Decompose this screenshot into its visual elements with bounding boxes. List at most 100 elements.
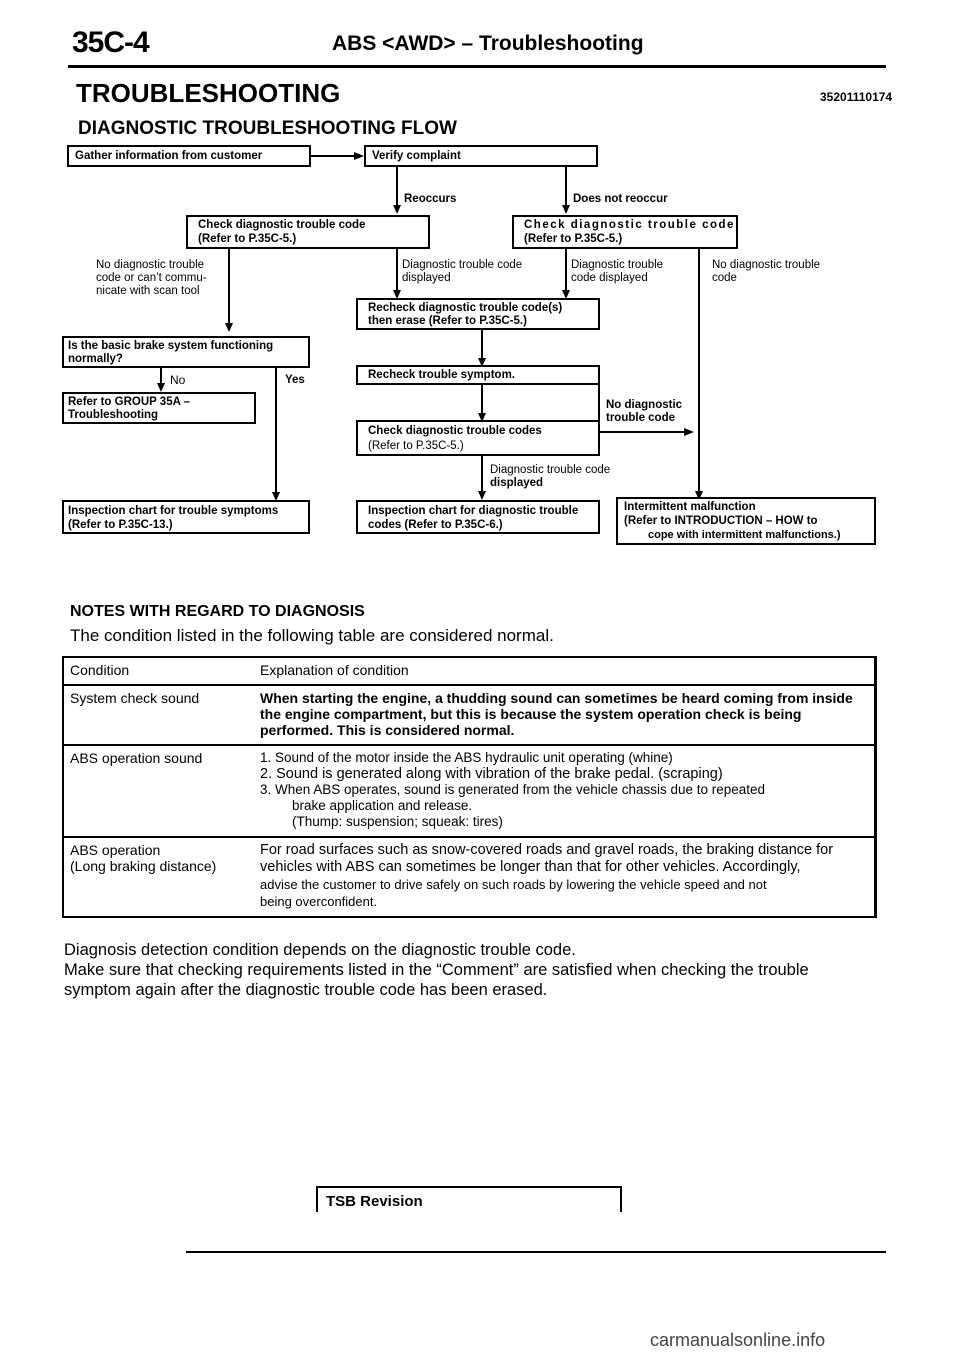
connector xyxy=(598,431,686,433)
text-line: 1. Sound of the motor inside the ABS hyd… xyxy=(260,750,673,765)
connector xyxy=(396,249,398,295)
table-header-cell: Condition xyxy=(70,662,130,678)
intermittent-box: Intermittent malfunction (Refer to INTRO… xyxy=(616,497,876,545)
text-line: Diagnostic trouble code xyxy=(402,259,523,271)
connector xyxy=(228,249,230,325)
text-line: ABS operation xyxy=(70,842,161,858)
check-dtc-left-line2: (Refer to P.35C-5.) xyxy=(198,233,297,245)
text-line: Diagnosis detection condition depends on… xyxy=(64,941,576,959)
dtc-displayed-text: Diagnostic trouble code displayed xyxy=(402,259,522,285)
arrow-down xyxy=(695,491,703,500)
text-line: 3. When ABS operates, sound is generated… xyxy=(260,782,766,797)
recheck-symptom-box: Recheck trouble symptom. xyxy=(356,365,600,385)
check-dtcs-line2: (Refer to P.35C-5.) xyxy=(368,440,464,452)
basic-brake-question-box: Is the basic brake system functioning no… xyxy=(62,336,310,368)
arrow-down xyxy=(225,323,233,332)
dtc-displayed-right-text: Diagnostic trouble code displayed xyxy=(571,259,663,285)
connector xyxy=(565,249,567,295)
table-header-row: Condition Explanation of condition xyxy=(63,657,876,685)
text-line: code xyxy=(712,272,737,284)
no-dtc-right-text: No diagnostic trouble code xyxy=(712,259,820,285)
text-line: displayed xyxy=(490,477,544,489)
connector xyxy=(396,167,398,209)
tsb-revision-label: TSB Revision xyxy=(326,1193,423,1210)
arrow-down xyxy=(272,492,280,501)
recheck-erase-line1: Recheck diagnostic trouble code(s) xyxy=(368,302,563,314)
verify-complaint-label: Verify complaint xyxy=(372,150,461,162)
text-line: code displayed xyxy=(571,272,648,284)
inspection-symptoms-line2: (Refer to P.35C-13.) xyxy=(68,519,173,531)
inspection-symptoms-box: Inspection chart for trouble symptoms (R… xyxy=(62,500,310,534)
footer-rule xyxy=(186,1251,886,1253)
conditions-table: Condition Explanation of condition Syste… xyxy=(62,656,877,918)
text-line: For road surfaces such as snow-covered r… xyxy=(260,842,834,858)
no-dtc-mid-text: No diagnostic trouble code xyxy=(606,399,682,425)
gather-info-label: Gather information from customer xyxy=(75,150,263,162)
condition-cell: System check sound xyxy=(70,690,200,706)
section-title: DIAGNOSTIC TROUBLESHOOTING FLOW xyxy=(78,118,457,139)
inspection-codes-line1: Inspection chart for diagnostic trouble xyxy=(368,505,579,517)
does-not-reoccur-label: Does not reoccur xyxy=(573,193,668,205)
arrow-down xyxy=(393,290,401,299)
text-line: displayed xyxy=(402,272,451,284)
recheck-erase-line2: then erase (Refer to P.35C-5.) xyxy=(368,315,527,327)
text-line: nicate with scan tool xyxy=(96,285,200,297)
arrow-down xyxy=(478,491,486,500)
header-rule xyxy=(68,65,886,68)
recheck-symptom-label: Recheck trouble symptom. xyxy=(368,369,515,381)
connector xyxy=(698,249,700,495)
gather-info-box: Gather information from customer xyxy=(67,145,311,167)
table-row: System check sound When starting the eng… xyxy=(63,685,876,745)
arrow-down xyxy=(562,290,570,299)
explanation-cell: When starting the engine, a thudding sou… xyxy=(254,685,876,745)
dtc-displayed-low-text: Diagnostic trouble code displayed xyxy=(490,464,610,490)
diagnosis-paragraph: Diagnosis detection condition depends on… xyxy=(64,940,884,1000)
text-line: When starting the engine, a thudding sou… xyxy=(260,690,853,706)
connector xyxy=(481,385,483,417)
text-line: the engine compartment, but this is beca… xyxy=(260,706,802,722)
check-dtc-right-line2: (Refer to P.35C-5.) xyxy=(524,233,623,245)
question-line2: normally? xyxy=(68,353,123,365)
table-row: ABS operation (Long braking distance) Fo… xyxy=(63,837,876,917)
connector xyxy=(275,368,277,496)
explanation-cell: For road surfaces such as snow-covered r… xyxy=(254,837,876,917)
text-line: performed. This is considered normal. xyxy=(260,722,515,738)
check-dtc-right-box: Check diagnostic trouble code (Refer to … xyxy=(512,215,738,249)
arrow-down xyxy=(478,358,486,367)
text-line: symptom again after the diagnostic troub… xyxy=(64,981,548,999)
inspection-codes-box: Inspection chart for diagnostic trouble … xyxy=(356,500,600,534)
verify-complaint-box: Verify complaint xyxy=(364,145,598,167)
refer-group-line1: Refer to GROUP 35A – xyxy=(68,396,191,408)
refer-group-line2: Troubleshooting xyxy=(68,409,159,421)
arrow-down xyxy=(393,205,401,214)
reoccurs-label: Reoccurs xyxy=(404,193,457,205)
connector xyxy=(160,368,162,386)
text-line: Diagnostic trouble xyxy=(571,259,664,271)
arrow-right xyxy=(684,428,694,436)
condition-cell: ABS operation sound xyxy=(70,750,203,766)
watermark: carmanualsonline.info xyxy=(650,1330,826,1350)
recheck-erase-box: Recheck diagnostic trouble code(s) then … xyxy=(356,298,600,330)
inspection-symptoms-line1: Inspection chart for trouble symptoms xyxy=(68,505,279,517)
intermittent-line2: (Refer to INTRODUCTION – HOW to xyxy=(624,515,818,527)
no-label: No xyxy=(170,373,186,387)
arrow-down xyxy=(562,205,570,214)
text-line: being overconfident. xyxy=(260,894,378,909)
check-dtcs-box: Check diagnostic trouble codes (Refer to… xyxy=(356,420,600,456)
notes-title: NOTES WITH REGARD TO DIAGNOSIS xyxy=(70,603,365,620)
intermittent-line1: Intermittent malfunction xyxy=(624,501,756,513)
text-line: (Thump: suspension; squeak: tires) xyxy=(292,814,503,829)
explanation-cell: 1. Sound of the motor inside the ABS hyd… xyxy=(254,745,876,837)
check-dtc-right-line1: Check diagnostic trouble code xyxy=(524,219,735,231)
text-line: code or can’t commu- xyxy=(96,272,207,284)
text-line: trouble code xyxy=(606,412,676,424)
text-line: vehicles with ABS can sometimes be longe… xyxy=(260,859,801,875)
condition-cell: ABS operation (Long braking distance) xyxy=(63,837,254,917)
reference-number: 35201110174 xyxy=(820,90,893,104)
text-line: brake application and release. xyxy=(292,798,473,813)
refer-group-box: Refer to GROUP 35A – Troubleshooting xyxy=(62,392,256,424)
text-line: No diagnostic trouble xyxy=(712,259,821,271)
arrow-down xyxy=(157,383,165,392)
arrow-down xyxy=(478,413,486,422)
connector xyxy=(565,167,567,209)
